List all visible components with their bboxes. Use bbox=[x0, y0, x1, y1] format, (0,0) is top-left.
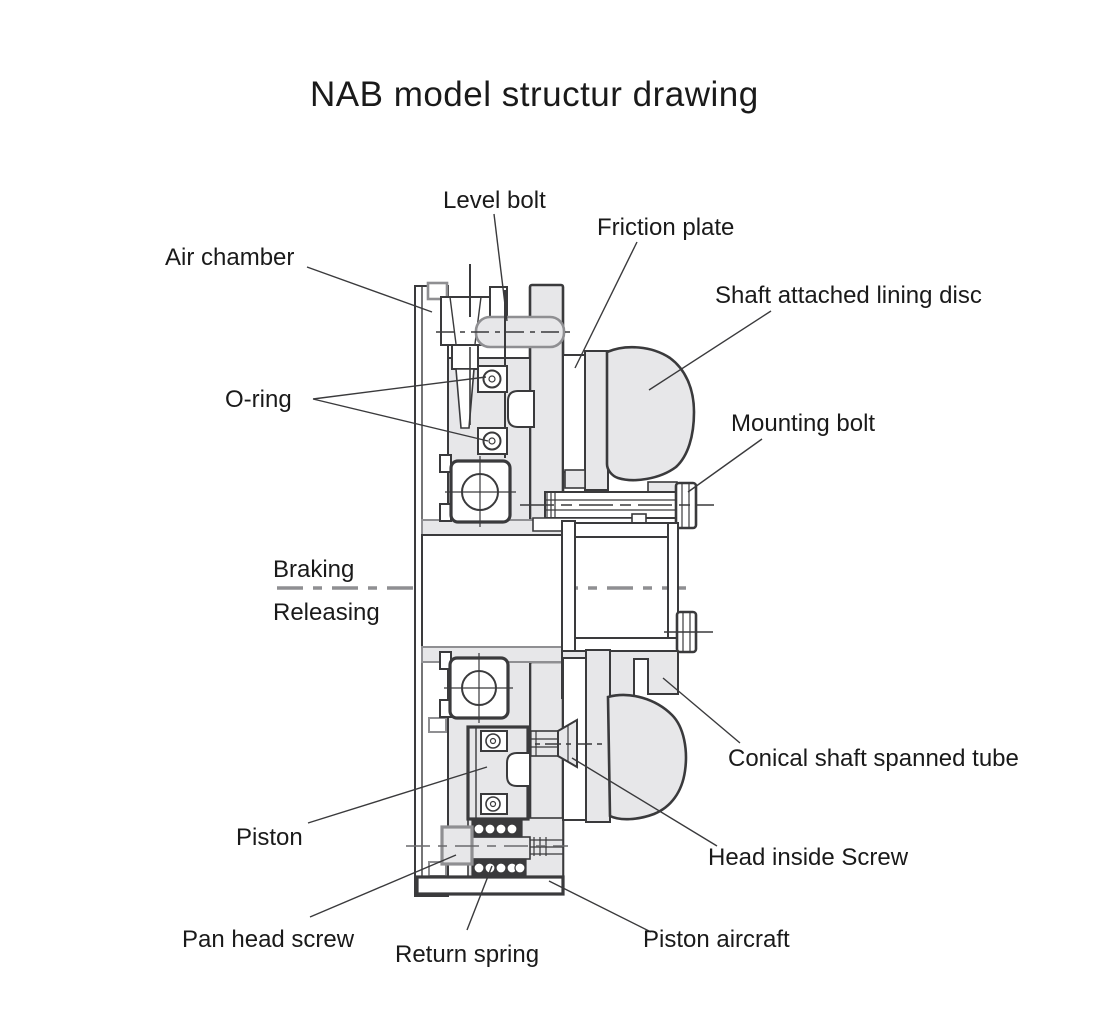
part-o-rings bbox=[477, 365, 508, 455]
label-piston: Piston bbox=[236, 824, 303, 851]
leader-head-inside-screw bbox=[571, 757, 718, 847]
label-piston-aircraft: Piston aircraft bbox=[643, 926, 790, 953]
leader-lining-disc bbox=[648, 310, 772, 391]
leader-piston bbox=[307, 766, 488, 824]
leader-lines bbox=[306, 213, 772, 933]
label-return-spring: Return spring bbox=[395, 941, 539, 968]
part-base-bar bbox=[415, 875, 565, 896]
leader-mounting-bolt bbox=[687, 438, 763, 493]
label-o-ring: O-ring bbox=[225, 386, 292, 413]
leader-conical-tube bbox=[662, 677, 741, 744]
part-level-bolt bbox=[436, 315, 574, 349]
leader-piston-aircraft bbox=[548, 880, 652, 933]
part-bearing-bottom bbox=[439, 651, 513, 723]
part-lining-disc-bottom bbox=[606, 693, 688, 821]
part-spline-step bbox=[564, 469, 586, 489]
label-air-chamber: Air chamber bbox=[165, 244, 294, 271]
label-friction-plate: Friction plate bbox=[597, 214, 734, 241]
leader-return-spring bbox=[466, 865, 493, 931]
part-air-chamber-funnel bbox=[440, 264, 508, 429]
body-notch-top bbox=[507, 390, 535, 428]
label-mounting-bolt: Mounting bolt bbox=[731, 410, 875, 437]
part-return-springs bbox=[469, 820, 531, 878]
part-disc-hub-plate-bottom bbox=[585, 649, 611, 823]
part-bearing-top bbox=[439, 454, 516, 527]
label-pan-head-screw: Pan head screw bbox=[182, 926, 355, 953]
part-lining-disc-top bbox=[605, 345, 696, 482]
leader-air-chamber bbox=[306, 266, 433, 313]
label-braking: Braking bbox=[273, 556, 354, 583]
drawing-title: NAB model structur drawing bbox=[310, 75, 759, 114]
leader-pan-head-screw bbox=[309, 854, 457, 918]
part-piston bbox=[466, 725, 531, 821]
part-disc-hub-plate-top bbox=[584, 350, 609, 491]
label-releasing: Releasing bbox=[273, 599, 380, 626]
leader-o-ring bbox=[312, 376, 489, 442]
label-conical-tube: Conical shaft spanned tube bbox=[728, 745, 1019, 772]
part-pan-head-screw bbox=[406, 825, 568, 866]
label-lining-disc: Shaft attached lining disc bbox=[715, 282, 982, 309]
leader-level-bolt bbox=[493, 213, 508, 322]
label-head-inside-screw: Head inside Screw bbox=[708, 844, 909, 871]
label-level-bolt: Level bolt bbox=[443, 187, 546, 214]
part-hub bbox=[421, 519, 564, 663]
part-hex-bolt-lower bbox=[664, 610, 713, 654]
leader-friction-plate bbox=[574, 241, 638, 369]
part-friction-plate bbox=[562, 354, 586, 473]
